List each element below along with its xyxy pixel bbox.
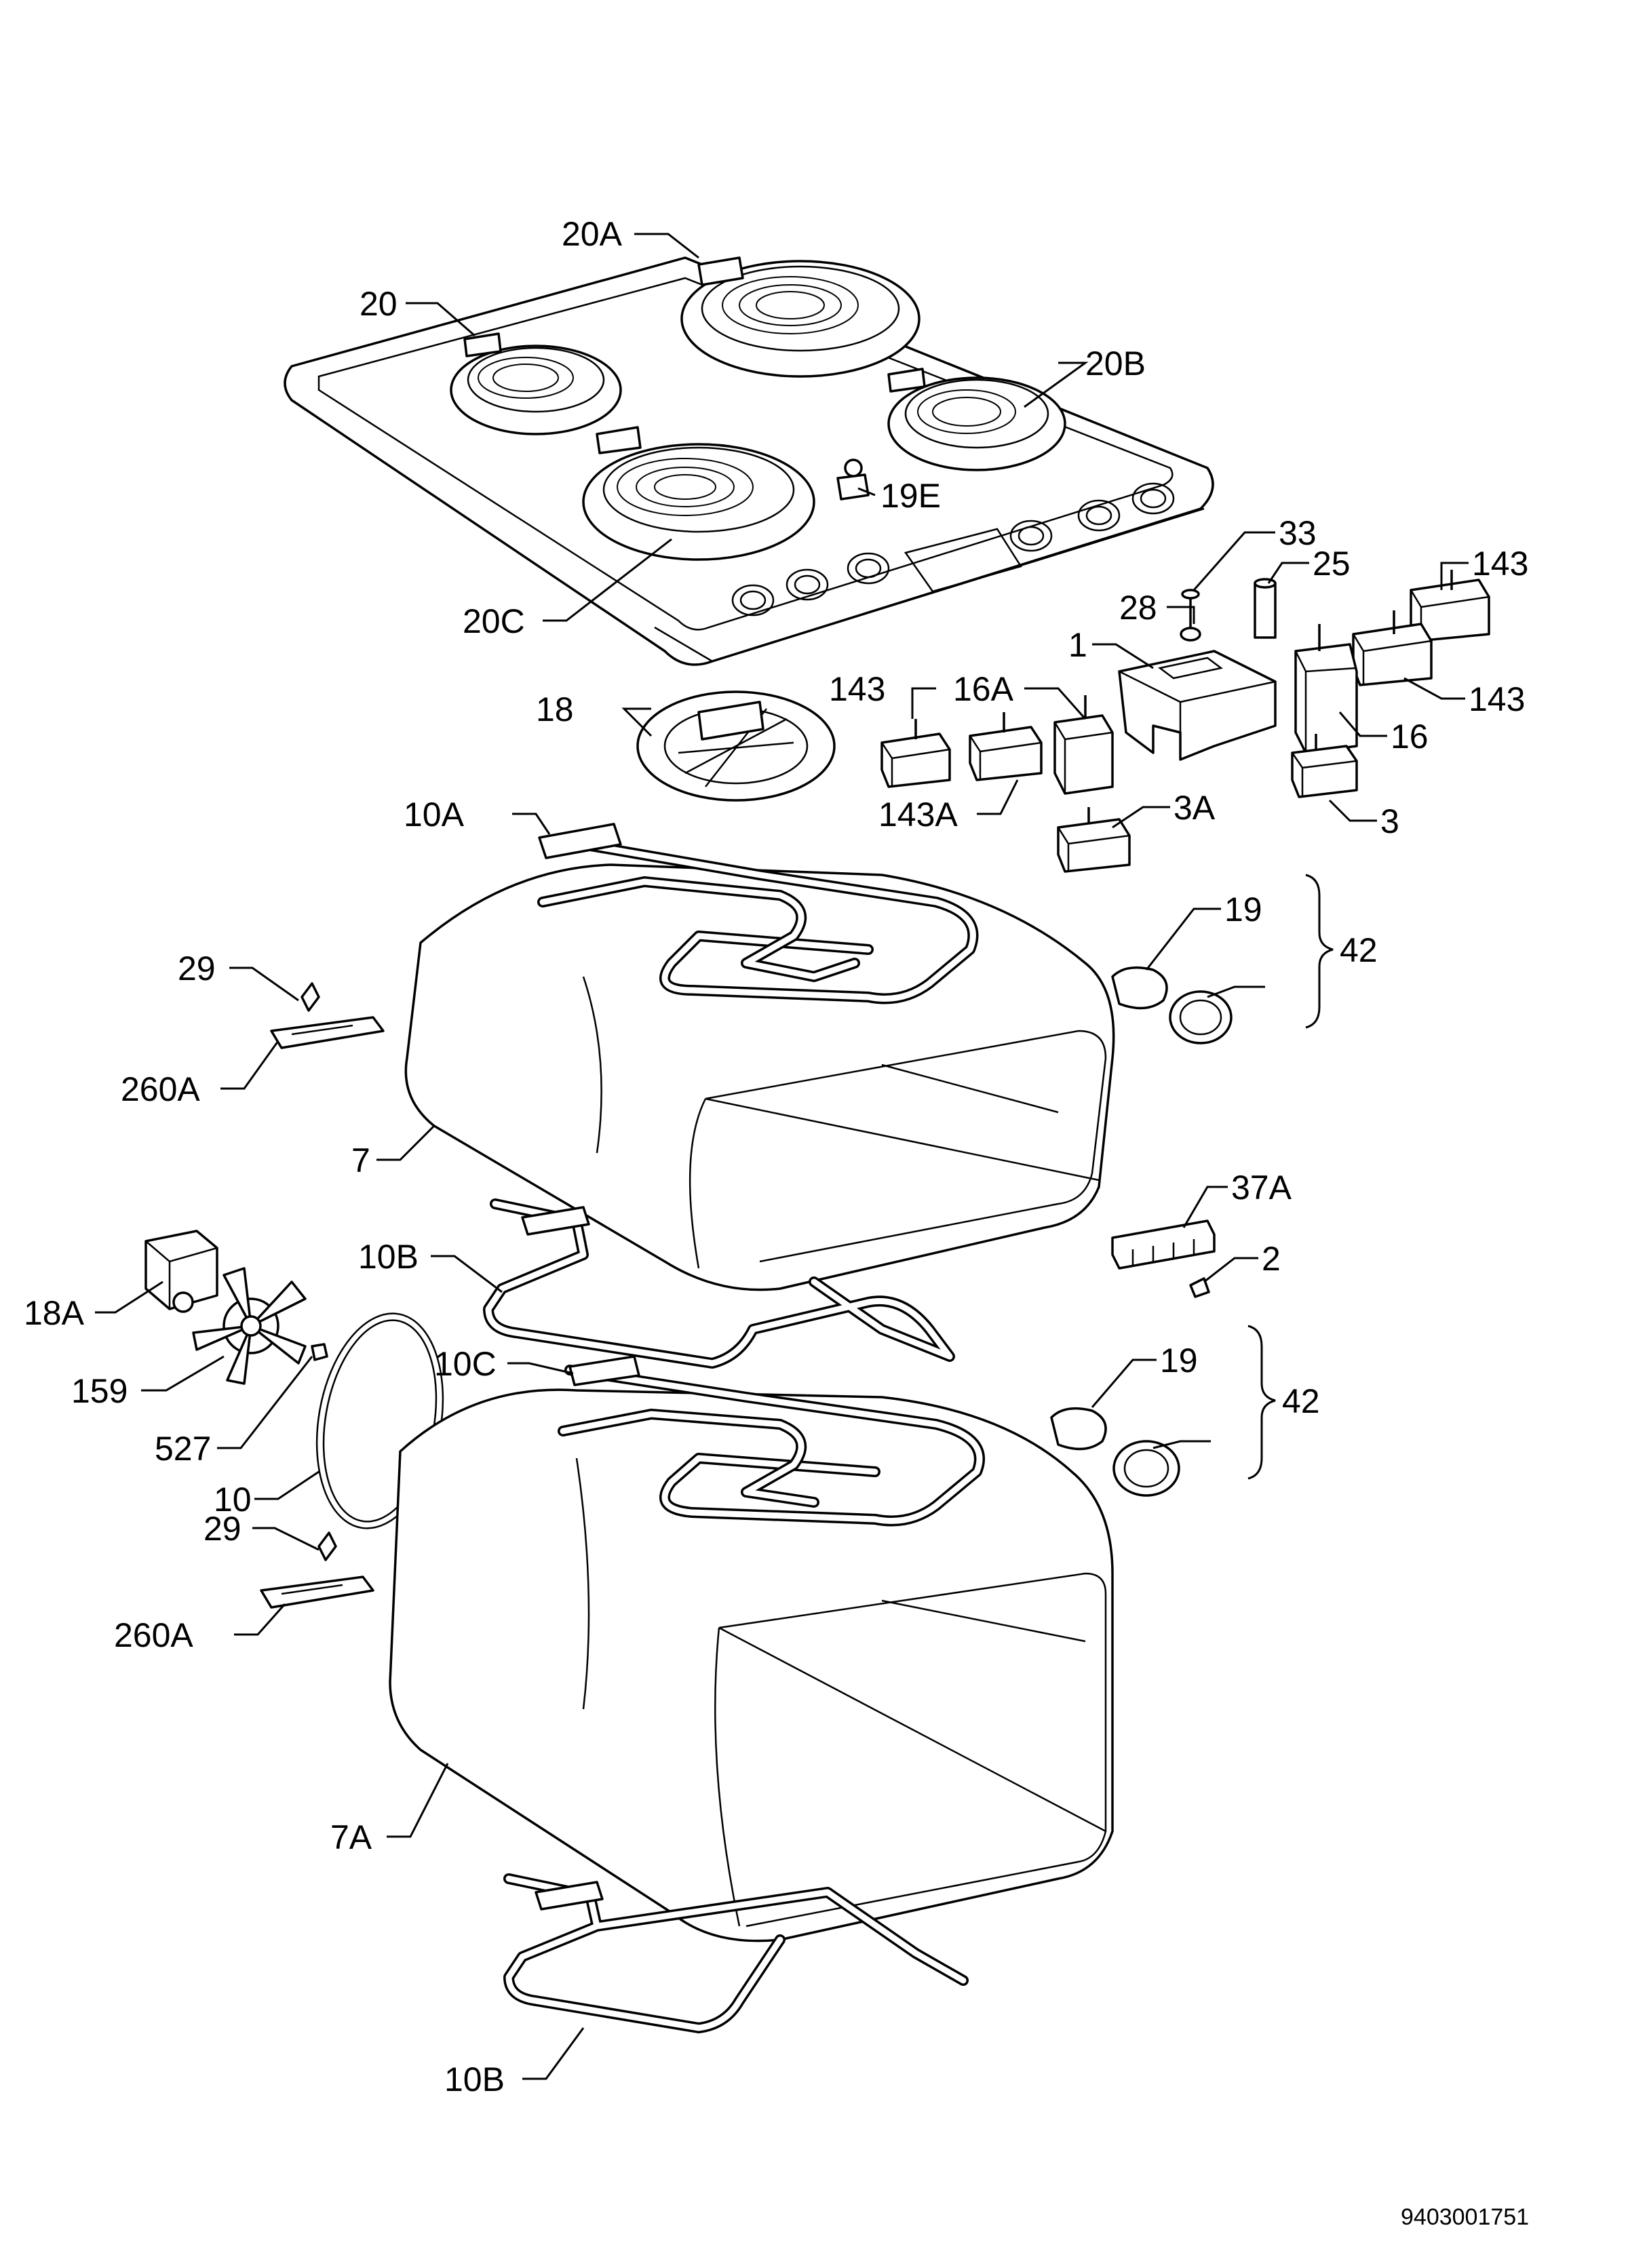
callout-10: 10 — [214, 1481, 252, 1519]
hob-control-knobs — [731, 482, 1175, 617]
callout-10C: 10C — [434, 1345, 497, 1383]
callout-143-right: 143 — [1469, 680, 1525, 718]
rail-260A-upper — [270, 1016, 385, 1049]
fan-blade-159 — [192, 1267, 307, 1385]
callout-19-upper: 19 — [1224, 891, 1262, 928]
switch-143-left — [880, 719, 951, 788]
clip-29-lower — [317, 1531, 337, 1561]
hob-display-window — [904, 528, 1022, 593]
callout-143-top-right: 143 — [1472, 545, 1528, 583]
callout-18A: 18A — [24, 1294, 85, 1332]
document-number: 9403001751 — [1401, 2204, 1529, 2230]
lamp-cover-42-lower — [1112, 1440, 1180, 1497]
callout-28: 28 — [1119, 589, 1157, 627]
rail-260A-lower — [260, 1576, 374, 1609]
lamp-19-lower — [1050, 1407, 1107, 1451]
callout-42-lower: 42 — [1282, 1382, 1320, 1420]
nut-527 — [311, 1343, 328, 1361]
oven-cavity-7A — [389, 1388, 1114, 1942]
callout-3: 3 — [1380, 802, 1399, 840]
timer-module-1 — [1118, 650, 1277, 761]
callout-2: 2 — [1262, 1240, 1281, 1278]
callout-16A: 16A — [953, 670, 1014, 708]
callout-10B-upper: 10B — [358, 1238, 419, 1276]
switch-3A — [1057, 807, 1131, 873]
callout-7A: 7A — [330, 1818, 372, 1856]
grill-element-10C — [558, 1355, 985, 1527]
lamp-19-upper — [1111, 966, 1168, 1010]
sleeve-25 — [1254, 578, 1277, 639]
lower-element-10B-lower — [503, 1873, 969, 2033]
callout-527: 527 — [155, 1430, 211, 1468]
grill-element-10A — [537, 823, 979, 1004]
lamp-cover-42-upper — [1169, 990, 1233, 1044]
connector-block-37A — [1111, 1219, 1216, 1270]
fan-cover-18 — [636, 690, 836, 802]
clip-2 — [1189, 1277, 1210, 1298]
callout-260A-lower: 260A — [114, 1616, 193, 1654]
callout-20A: 20A — [562, 215, 623, 253]
callout-18: 18 — [536, 690, 574, 728]
callout-7: 7 — [351, 1141, 370, 1179]
clip-29-upper — [301, 982, 320, 1012]
callout-3A: 3A — [1174, 789, 1216, 827]
callout-143-left: 143 — [829, 670, 885, 708]
brace-42-upper — [1305, 874, 1334, 1029]
hotplate-20 — [450, 332, 622, 435]
brace-42-lower — [1247, 1325, 1276, 1480]
callout-20: 20 — [360, 285, 398, 323]
screw-33 — [1180, 589, 1201, 642]
callout-42-upper: 42 — [1340, 931, 1378, 969]
leader-lines — [95, 233, 1469, 2080]
switch-3 — [1291, 734, 1358, 798]
callout-20C: 20C — [463, 602, 525, 640]
callout-19E: 19E — [880, 477, 941, 515]
lower-element-10B-upper — [483, 1198, 955, 1369]
switch-143A — [969, 712, 1043, 781]
indicator-lamp-19E — [836, 458, 870, 501]
oven-cavity-7 — [404, 863, 1115, 1291]
callout-260A-upper: 260A — [121, 1070, 200, 1108]
callout-29-upper: 29 — [178, 950, 216, 988]
callout-159: 159 — [71, 1372, 128, 1410]
callout-20B: 20B — [1085, 345, 1146, 383]
callout-19-lower: 19 — [1160, 1342, 1198, 1380]
callout-143A: 143A — [878, 796, 958, 834]
switch-16A — [1053, 695, 1114, 795]
callout-10A: 10A — [404, 796, 465, 834]
hotplate-20B — [887, 368, 1066, 471]
thermostat-16 — [1294, 624, 1358, 754]
hotplate-20C — [582, 426, 815, 561]
callout-29-lower: 29 — [204, 1510, 241, 1548]
callout-labels: 20A 20 20B 19E 20C 33 25 143 28 1 143 16… — [24, 215, 1528, 2098]
fan-motor-18A — [144, 1230, 218, 1313]
hotplate-20A — [680, 256, 920, 378]
callout-10B-lower: 10B — [444, 2060, 505, 2098]
callout-37A: 37A — [1231, 1169, 1292, 1207]
callout-25: 25 — [1313, 545, 1351, 583]
callout-33: 33 — [1279, 514, 1317, 552]
callout-1: 1 — [1068, 626, 1087, 664]
callout-16: 16 — [1391, 718, 1429, 756]
